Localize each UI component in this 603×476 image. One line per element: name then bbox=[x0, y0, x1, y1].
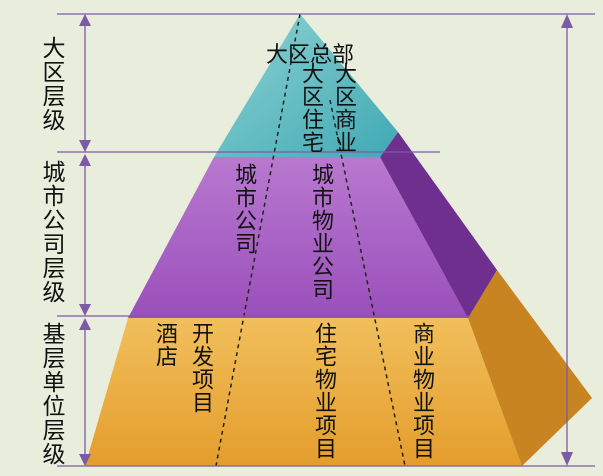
development-project-label: 开发项目 bbox=[188, 322, 213, 414]
base-level-label: 基层单位层级 bbox=[38, 322, 64, 466]
bottom-tier-side bbox=[468, 270, 592, 466]
city-company-label: 城市公司 bbox=[231, 163, 256, 255]
region-level-arrow bbox=[79, 14, 91, 152]
city-property-company-label: 城市物业公司 bbox=[308, 163, 333, 301]
regional-commercial-label: 大区商业 bbox=[331, 62, 356, 154]
commercial-property-project-label: 商业物业项目 bbox=[409, 322, 434, 460]
top-tier bbox=[214, 14, 398, 157]
region-level-label: 大区层级 bbox=[38, 36, 64, 132]
city-level-arrow bbox=[79, 154, 91, 316]
hotel-label: 酒店 bbox=[152, 322, 177, 368]
regional-hq-label: 大区总部 bbox=[266, 43, 355, 68]
dashed-line-right bbox=[329, 99, 406, 467]
middle-tier-side bbox=[380, 132, 497, 318]
base-level-arrow bbox=[79, 318, 91, 466]
bottom-tier-front bbox=[85, 318, 522, 466]
overall-height-arrow bbox=[561, 14, 573, 466]
residential-property-project-label: 住宅物业项目 bbox=[311, 322, 336, 460]
middle-tier-front bbox=[128, 157, 468, 318]
regional-residential-label: 大区住宅 bbox=[298, 62, 323, 154]
city-level-label: 城市公司层级 bbox=[38, 160, 64, 304]
